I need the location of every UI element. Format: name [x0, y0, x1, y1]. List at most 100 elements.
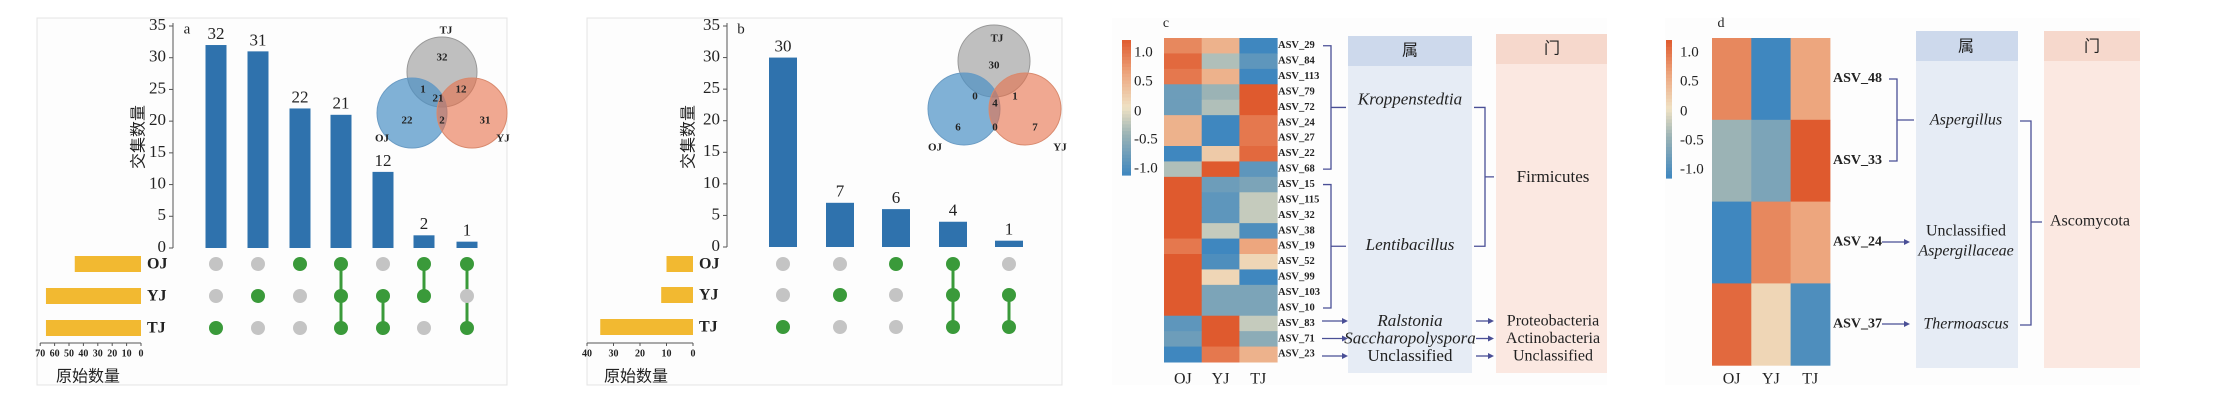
colorbar-tick-label: -0.5 [1134, 131, 1158, 147]
phylum-header: 门 [1544, 40, 1560, 58]
matrix-dot [293, 321, 307, 335]
colorbar-segment [1122, 80, 1131, 85]
colorbar-segment [1666, 164, 1672, 169]
heatmap-cell [1164, 115, 1203, 132]
genus-label: Aspergillus [1929, 112, 2002, 129]
arrow-head-icon [1904, 239, 1910, 245]
colorbar-segment [1666, 112, 1672, 117]
colorbar-segment [1122, 40, 1131, 44]
y-tick-label: 15 [149, 142, 166, 161]
colorbar-segment [1666, 140, 1672, 145]
colorbar-segment [1122, 63, 1131, 68]
colorbar-segment [1666, 81, 1672, 86]
row-label: ASV_32 [1278, 210, 1315, 221]
heatmap-cell [1239, 84, 1278, 101]
heatmap-cell [1751, 119, 1792, 203]
heatmap-cell [1164, 315, 1203, 332]
row-label: ASV_72 [1278, 102, 1315, 113]
heatmap-cell [1201, 284, 1240, 301]
colorbar-segment [1666, 143, 1672, 148]
row-label: ASV_83 [1278, 318, 1315, 329]
y-tick-label: 25 [703, 78, 720, 97]
set-label: OJ [699, 256, 719, 273]
arrow-head-icon [1488, 335, 1494, 342]
row-label: ASV_22 [1278, 148, 1315, 159]
genus-label: Ralstonia [1376, 311, 1442, 330]
set-axis-title: 原始数量 [56, 368, 120, 386]
matrix-dot [334, 321, 348, 335]
matrix-dot [251, 321, 265, 335]
venn-count: 6 [955, 122, 961, 134]
matrix-dot [209, 289, 223, 303]
colorbar-segment [1666, 91, 1672, 96]
colorbar-segment [1666, 146, 1672, 151]
matrix-dot [293, 257, 307, 271]
row-label: ASV_10 [1278, 302, 1315, 313]
y-axis-title: 交集数量 [680, 105, 698, 169]
colorbar-segment [1122, 158, 1131, 163]
heatmap-cell [1239, 207, 1278, 224]
heatmap-cell [1164, 331, 1203, 348]
heatmap-cell [1201, 99, 1240, 116]
matrix-dot [334, 289, 348, 303]
heatmap-cell [1201, 115, 1240, 132]
genus-label: Aspergillaceae [1917, 243, 2013, 260]
heatmap-cell [1239, 192, 1278, 209]
column-label: OJ [1174, 371, 1192, 388]
matrix-dot [1002, 257, 1016, 271]
set-tick-label: 0 [139, 348, 144, 359]
colorbar-segment [1122, 70, 1131, 75]
row-label: ASV_79 [1278, 86, 1315, 97]
genus-header-bg [1348, 36, 1472, 66]
venn-count: 1 [420, 84, 426, 96]
colorbar-segment [1666, 105, 1672, 110]
bar-value-label: 4 [949, 201, 958, 220]
set-size-bar [600, 319, 693, 335]
colorbar-tick-label: 0.5 [1134, 73, 1153, 89]
bar-value-label: 22 [292, 87, 309, 106]
phylum-header: 门 [2084, 38, 2100, 56]
row-label: ASV_19 [1278, 241, 1315, 252]
row-label: ASV_15 [1278, 179, 1315, 190]
colorbar-segment [1122, 53, 1131, 58]
heatmap-cell [1239, 238, 1278, 255]
colorbar-segment [1122, 117, 1131, 122]
colorbar-segment [1122, 90, 1131, 95]
venn-count: 0 [972, 91, 978, 103]
row-label: ASV_99 [1278, 272, 1315, 283]
heatmap-cell [1239, 223, 1278, 240]
y-tick-label: 30 [149, 47, 166, 66]
row-label: ASV_68 [1278, 164, 1315, 175]
matrix-dot [293, 289, 307, 303]
genus-label: Saccharopolyspora [1344, 328, 1476, 347]
colorbar-segment [1666, 74, 1672, 79]
y-tick-label: 0 [712, 236, 721, 255]
intersection-bar [995, 240, 1023, 247]
colorbar-segment [1122, 107, 1131, 112]
row-label: ASV_33 [1833, 153, 1882, 168]
colorbar-segment [1666, 67, 1672, 72]
heatmap-cell [1164, 146, 1203, 162]
venn-count: 32 [437, 52, 449, 64]
matrix-dot [209, 321, 223, 335]
row-label: ASV_38 [1278, 225, 1315, 236]
row-label: ASV_48 [1833, 71, 1882, 86]
colorbar-segment [1122, 73, 1131, 78]
matrix-dot [334, 257, 348, 271]
bar-value-label: 21 [333, 94, 350, 113]
genus-label: Unclassified [1926, 223, 2006, 240]
venn-count: 30 [989, 60, 1001, 72]
genus-bracket [1889, 78, 1914, 162]
intersection-bar [330, 114, 352, 248]
heatmap-cell [1201, 68, 1240, 85]
column-label: TJ [1250, 371, 1266, 388]
colorbar-tick-label: 1.0 [1134, 44, 1153, 60]
bar-value-label: 6 [892, 188, 901, 207]
heatmap-cell [1164, 269, 1203, 286]
phylum-bracket [1474, 106, 1494, 247]
heatmap-cell [1239, 300, 1278, 317]
matrix-dot [889, 257, 903, 271]
row-label: ASV_29 [1278, 40, 1315, 51]
colorbar-segment [1122, 161, 1131, 166]
heatmap-cell [1239, 146, 1278, 162]
